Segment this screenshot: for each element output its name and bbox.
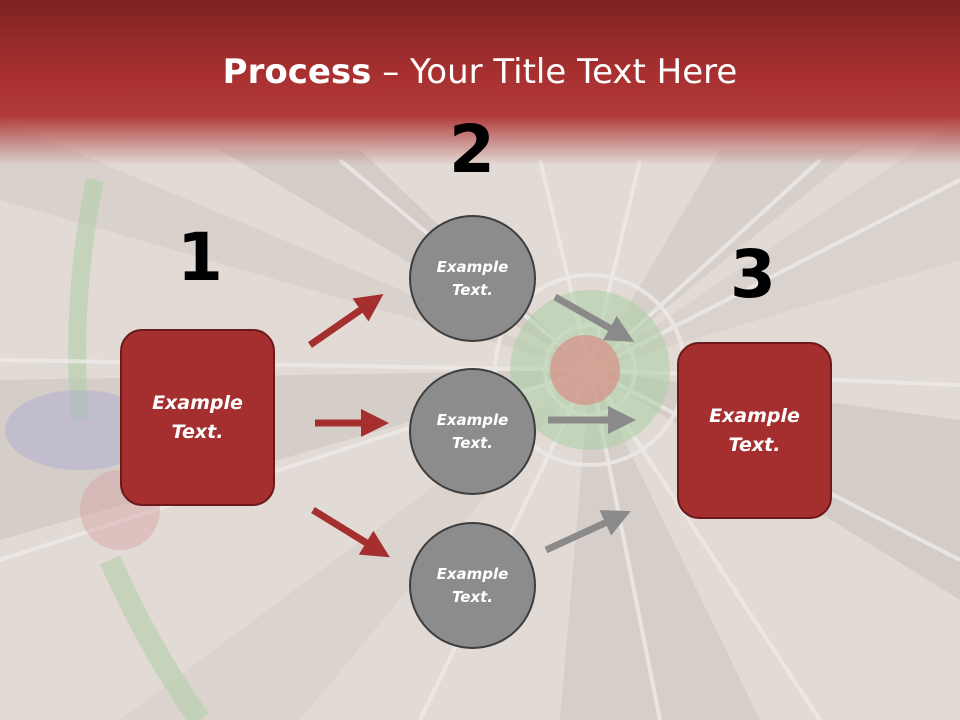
- step-2-circle-top[interactable]: Example Text.: [409, 215, 536, 342]
- title-dash: –: [371, 52, 411, 92]
- step-3-box[interactable]: Example Text.: [677, 342, 832, 519]
- step-number-1: 1: [177, 219, 223, 296]
- step-number-3: 3: [730, 236, 776, 313]
- circle-middle-line2: Text.: [451, 433, 493, 452]
- step-1-text-line1: Example: [152, 391, 243, 414]
- circle-top-line2: Text.: [451, 280, 493, 299]
- step-2-circle-middle[interactable]: Example Text.: [409, 368, 536, 495]
- step-1-text-line2: Text.: [171, 420, 224, 443]
- step-1-box[interactable]: Example Text.: [120, 329, 275, 506]
- title-bold: Process: [222, 52, 372, 92]
- title-banner: [0, 0, 960, 165]
- step-3-text-line1: Example: [709, 404, 800, 427]
- title-rest: Your Title Text Here: [410, 52, 738, 92]
- circle-middle-line1: Example: [436, 410, 509, 429]
- circle-bottom-line2: Text.: [451, 587, 493, 606]
- step-3-text-line2: Text.: [728, 433, 781, 456]
- step-number-2: 2: [449, 111, 495, 188]
- circle-top-line1: Example: [436, 257, 509, 276]
- circle-bottom-line1: Example: [436, 564, 509, 583]
- step-2-circle-bottom[interactable]: Example Text.: [409, 522, 536, 649]
- slide-title[interactable]: Process – Your Title Text Here: [0, 52, 960, 92]
